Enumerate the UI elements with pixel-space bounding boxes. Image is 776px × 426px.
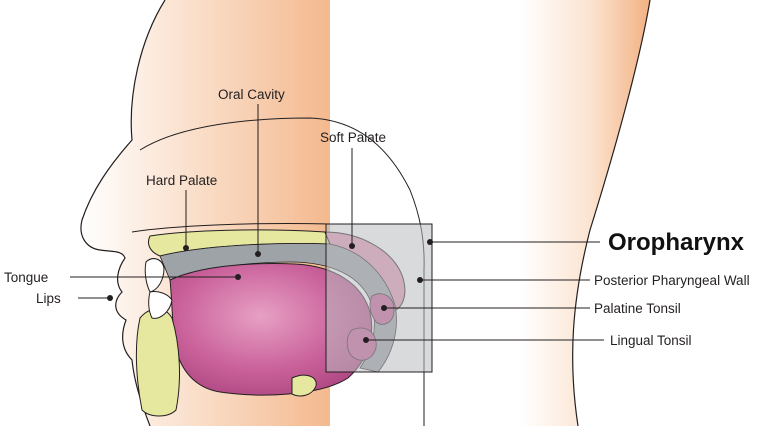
jaw-bone (135, 308, 180, 417)
dot-oral-cavity (255, 251, 261, 257)
label-posterior-pharyngeal-wall: Posterior Pharyngeal Wall (594, 273, 750, 288)
label-palatine-tonsil: Palatine Tonsil (594, 301, 681, 316)
lower-tooth (148, 291, 173, 319)
dot-hard-palate (183, 245, 189, 251)
dot-soft-palate (349, 243, 355, 249)
label-hard-palate: Hard Palate (146, 173, 217, 188)
neck-shape (520, 0, 650, 426)
nasal-floor (131, 222, 331, 233)
hyoid-bone (291, 374, 317, 397)
dot-posterior-pharyngeal-wall (417, 277, 423, 283)
upper-tooth (144, 258, 165, 293)
label-oropharynx: Oropharynx (608, 229, 745, 256)
label-oral-cavity: Oral Cavity (218, 87, 285, 102)
label-soft-palate: Soft Palate (320, 130, 386, 145)
dot-tongue (235, 274, 241, 280)
face-outline (80, 0, 166, 426)
label-lips: Lips (36, 291, 61, 306)
dot-lingual-tonsil (363, 337, 369, 343)
dot-palatine-tonsil (381, 305, 387, 311)
label-tongue: Tongue (4, 270, 48, 285)
label-lingual-tonsil: Lingual Tonsil (610, 333, 692, 348)
oropharynx-region-box (325, 223, 433, 373)
neck-outline (572, 0, 651, 426)
dot-lips (107, 295, 113, 301)
dot-oropharynx (427, 239, 433, 245)
